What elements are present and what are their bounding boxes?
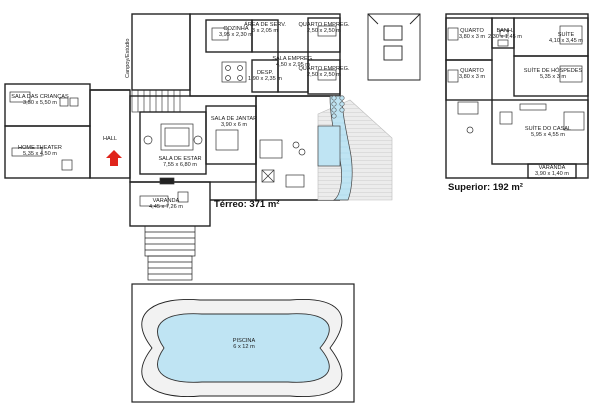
room-label-suite-casal: SUÍTE DO CASAL 5,95 x 4,55 m bbox=[524, 126, 572, 139]
canpoy-estudio-label: Canpoy/Estúdio bbox=[125, 38, 131, 79]
ground-floor bbox=[4, 13, 341, 227]
quarto-empreg-1-room bbox=[307, 17, 341, 53]
upper-furniture bbox=[447, 25, 585, 134]
upper-floor-caption: Superior: 192 m² bbox=[448, 182, 523, 193]
canpoy-estudio-room bbox=[131, 13, 191, 91]
front-steps bbox=[144, 225, 196, 281]
room-label-quarto-empreg-1: QUARTO EMPREG. 2,50 x 2,50 m bbox=[298, 22, 350, 35]
quarto-empreg-2-room bbox=[307, 59, 341, 95]
suite-hospedes-room bbox=[513, 55, 589, 97]
room-label-area-serv: ÁREA DE SERV. 3 x 2,05 m bbox=[244, 22, 286, 35]
room-label-varanda-terreo: VARANDA 4,45 x 7,26 m bbox=[149, 198, 183, 211]
pool-area bbox=[131, 283, 355, 403]
tower-element bbox=[367, 13, 421, 81]
upper-floor bbox=[445, 13, 589, 179]
sala-estar-room bbox=[139, 111, 207, 175]
room-label-quarto-empreg-2: QUARTO EMPREG. 2,50 x 2,50 m bbox=[298, 66, 350, 79]
pool-deck bbox=[317, 95, 393, 201]
room-label-banh: BANH. 2,30 x 1,45 m bbox=[488, 28, 522, 41]
ground-floor-caption: Térreo: 371 m² bbox=[214, 199, 280, 210]
room-label-hall: HALL bbox=[103, 136, 117, 142]
sala-jantar-room bbox=[205, 105, 257, 165]
furniture bbox=[9, 25, 337, 207]
room-label-varanda-superior: VARANDA 3,90 x 1,40 m bbox=[535, 165, 569, 178]
room-label-quarto-2: QUARTO 3,80 x 3 m bbox=[458, 68, 486, 81]
room-label-sala-empreg: SALA EMPREG. 4,50 x 2,95 m bbox=[272, 56, 314, 69]
varanda-superior-room bbox=[527, 163, 577, 179]
room-label-home-theater: HOME THEATER 5,35 x 4,50 m bbox=[18, 145, 62, 158]
area-serv-room bbox=[251, 19, 279, 53]
room-label-sala-estar: SALA DE ESTAR 7,55 x 6,80 m bbox=[158, 156, 202, 169]
room-label-desp: DESP. 1,90 x 2,35 m bbox=[248, 70, 282, 83]
room-label-cozinha: COZINHA 3,95 x 2,30 m bbox=[219, 26, 253, 39]
room-label-sala-criancas: SALA DAS CRIANÇAS 3,50 x 5,50 m bbox=[11, 94, 69, 107]
entrance-arrow-icon bbox=[106, 150, 122, 166]
desp-room bbox=[251, 59, 279, 93]
room-label-quarto-1: QUARTO 3,80 x 3 m bbox=[458, 28, 486, 41]
room-label-piscina: PISCINA 6 x 12 m bbox=[232, 338, 256, 351]
room-label-suite-hospedes: SUÍTE DE HÓSPEDES 5,35 x 3 m bbox=[523, 68, 583, 81]
hall-stairs bbox=[131, 89, 181, 113]
quarto-2-room bbox=[445, 59, 493, 101]
room-label-suite: SUÍTE 4,10 x 3,45 m bbox=[549, 32, 583, 45]
room-label-sala-jantar: SALA DE JANTAR 3,90 x 6 m bbox=[210, 116, 258, 129]
